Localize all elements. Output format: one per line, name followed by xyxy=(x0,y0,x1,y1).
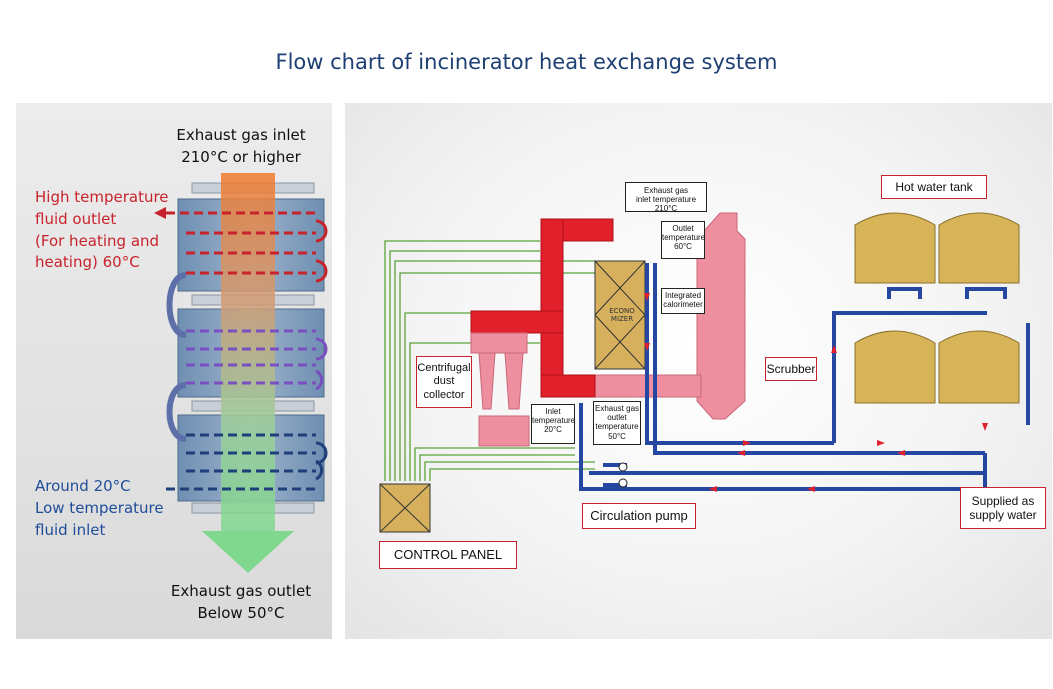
heat-exchanger-illustration xyxy=(154,173,328,573)
exhaust-gas-outlet-label: Exhaust gas outlet Below 50°C xyxy=(170,582,312,622)
system-flow-diagram xyxy=(379,212,1030,533)
high-temperature-outlet-label: High temperature fluid outlet (For heati… xyxy=(35,188,169,272)
exhaust-outlet-temperature-label: Exhaust gas outlet temperature 50°C xyxy=(593,401,641,445)
integrated-calorimeter-label: Integrated calorimeter xyxy=(661,288,705,314)
inlet-temperature-label: Inlet temperature 20°C xyxy=(531,404,575,444)
centrifugal-dust-collector-label: Centrifugal dust collector xyxy=(416,356,472,408)
circulation-pump-label: Circulation pump xyxy=(582,503,696,529)
scrubber-label: Scrubber xyxy=(765,357,817,381)
economizer-label: ECONO MIZER xyxy=(609,307,635,324)
outlet-temperature-label: Outlet temperature 60°C xyxy=(661,221,705,259)
system-flowchart-panel: Exhaust gas inlet temperature 210°C Outl… xyxy=(345,103,1052,639)
exhaust-gas-inlet-label: Exhaust gas inlet 210°C or higher xyxy=(176,126,306,166)
exhaust-inlet-temperature-label: Exhaust gas inlet temperature 210°C xyxy=(625,182,707,213)
supplied-as-supply-water-label: Supplied as supply water xyxy=(960,487,1046,529)
page-title: Flow chart of incinerator heat exchange … xyxy=(275,50,778,74)
hot-water-tank-label: Hot water tank xyxy=(881,175,987,199)
low-temperature-inlet-label: Around 20°C Low temperature fluid inlet xyxy=(35,477,164,539)
control-panel-label: CONTROL PANEL xyxy=(379,541,517,569)
heat-exchanger-panel: Exhaust gas inlet 210°C or higher High t… xyxy=(16,103,332,639)
